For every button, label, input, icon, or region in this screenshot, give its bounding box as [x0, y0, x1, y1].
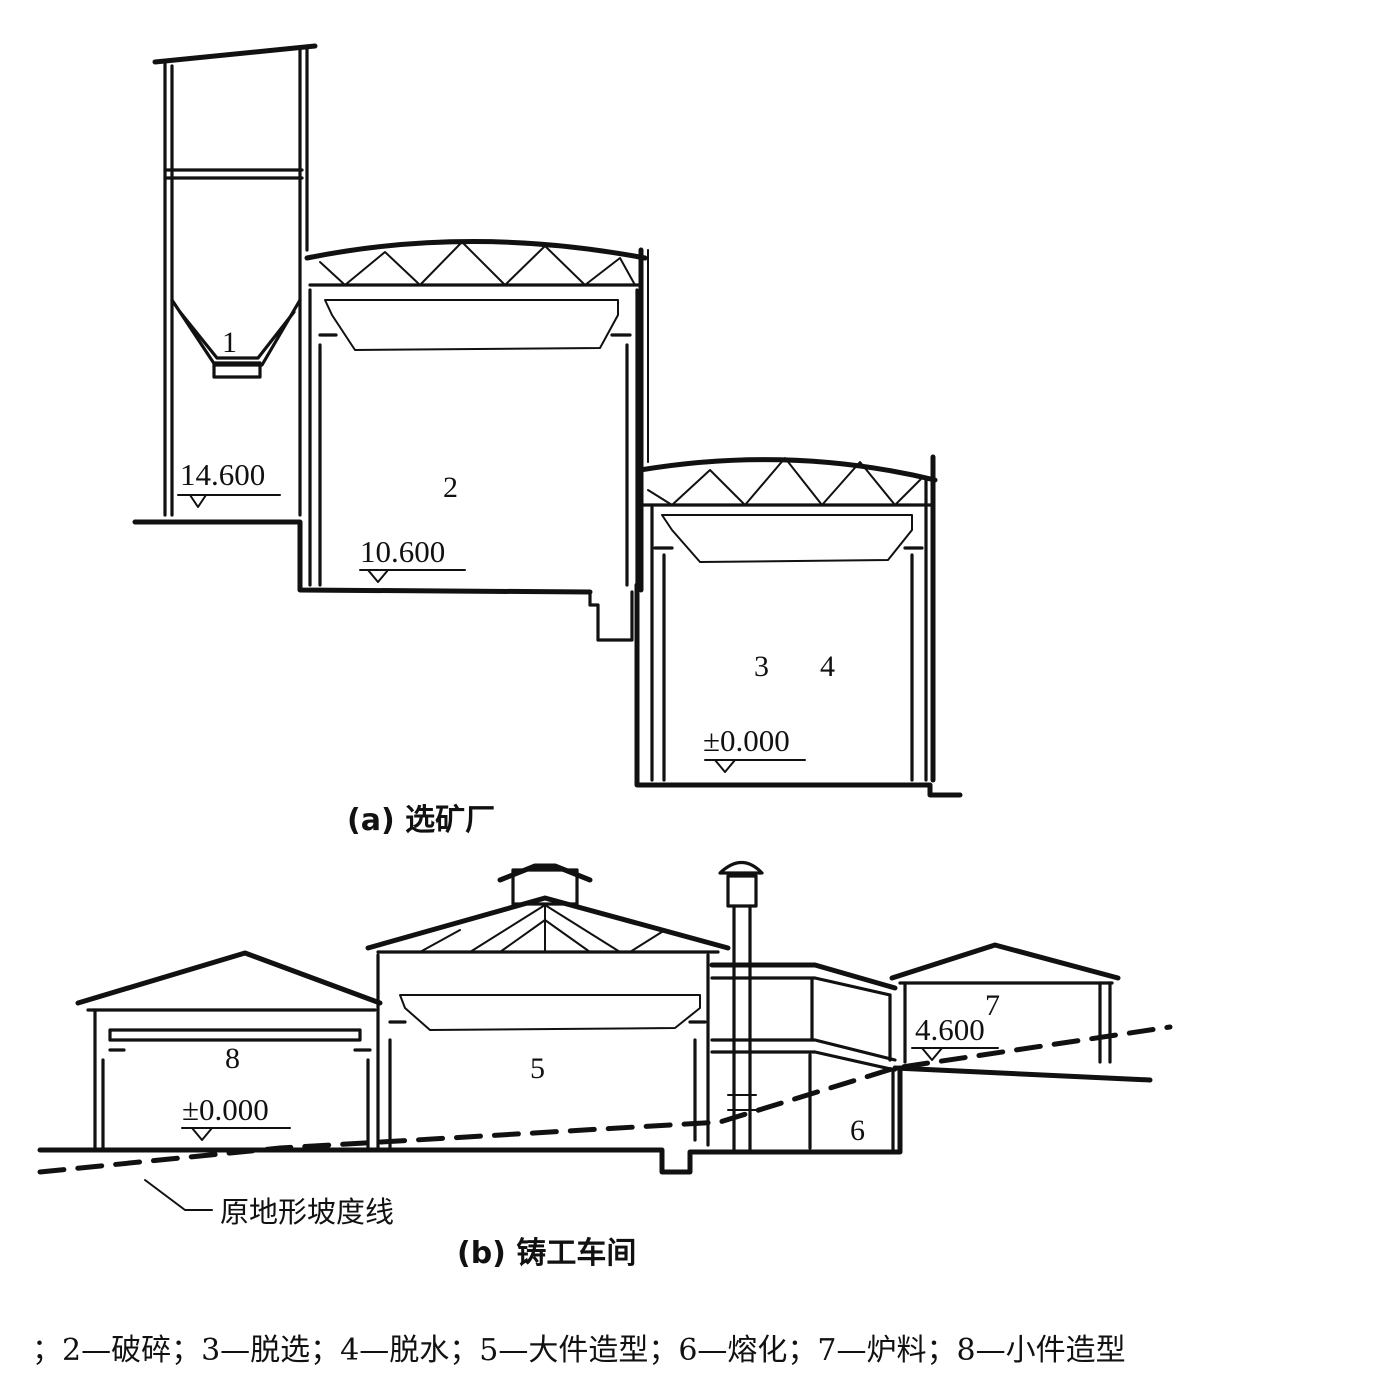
silo-structure: [152, 43, 318, 517]
elevation-10600: 10.600: [360, 534, 445, 569]
label-2: 2: [443, 471, 458, 504]
elevation-0000-a: ±0.000: [703, 723, 790, 758]
original-slope-line: [37, 1024, 1173, 1175]
crushing-hall: [304, 239, 649, 642]
charge-building: [889, 942, 1153, 1083]
caption-a: (a) 选矿厂: [347, 803, 495, 838]
elevation-4600: 4.600: [915, 1012, 985, 1047]
label-6: 6: [850, 1114, 865, 1147]
label-4: 4: [820, 650, 835, 683]
small-casting-shed: [75, 950, 383, 1150]
large-casting-hall: [365, 863, 731, 1150]
elevation-0000-b: ±0.000: [182, 1092, 269, 1127]
label-7: 7: [985, 989, 1000, 1022]
slope-note: 原地形坡度线: [220, 1195, 394, 1229]
slope-leader: [144, 1179, 213, 1211]
floor-line: [37, 1065, 903, 1175]
label-3: 3: [754, 650, 769, 683]
chimney: [718, 860, 764, 1152]
dewatering-hall: [634, 454, 963, 798]
elevation-14600: 14.600: [180, 457, 265, 492]
ground-line: [132, 519, 593, 595]
label-8: 8: [225, 1042, 240, 1075]
caption-b: (b) 铸工车间: [457, 1236, 636, 1271]
label-5: 5: [530, 1052, 545, 1085]
diagram-b: 原地形坡度线 ±0.000 4.600 5 6 7 8 (b) 铸工车间: [37, 860, 1173, 1271]
diagram-a: 14.600 10.600 ±0.000 1 2 3 4 (a) 选矿厂: [132, 43, 963, 838]
label-1: 1: [222, 326, 237, 359]
legend-text: ；2—破碎；3—脱选；4—脱水；5—大件造型；6—熔化；7—炉料；8—小件造型: [32, 1333, 1126, 1368]
elevation-marks-b: ±0.000 4.600: [181, 1012, 999, 1141]
elevation-marks-a: 14.600 10.600 ±0.000: [177, 457, 806, 773]
melting-building: [709, 962, 898, 1152]
